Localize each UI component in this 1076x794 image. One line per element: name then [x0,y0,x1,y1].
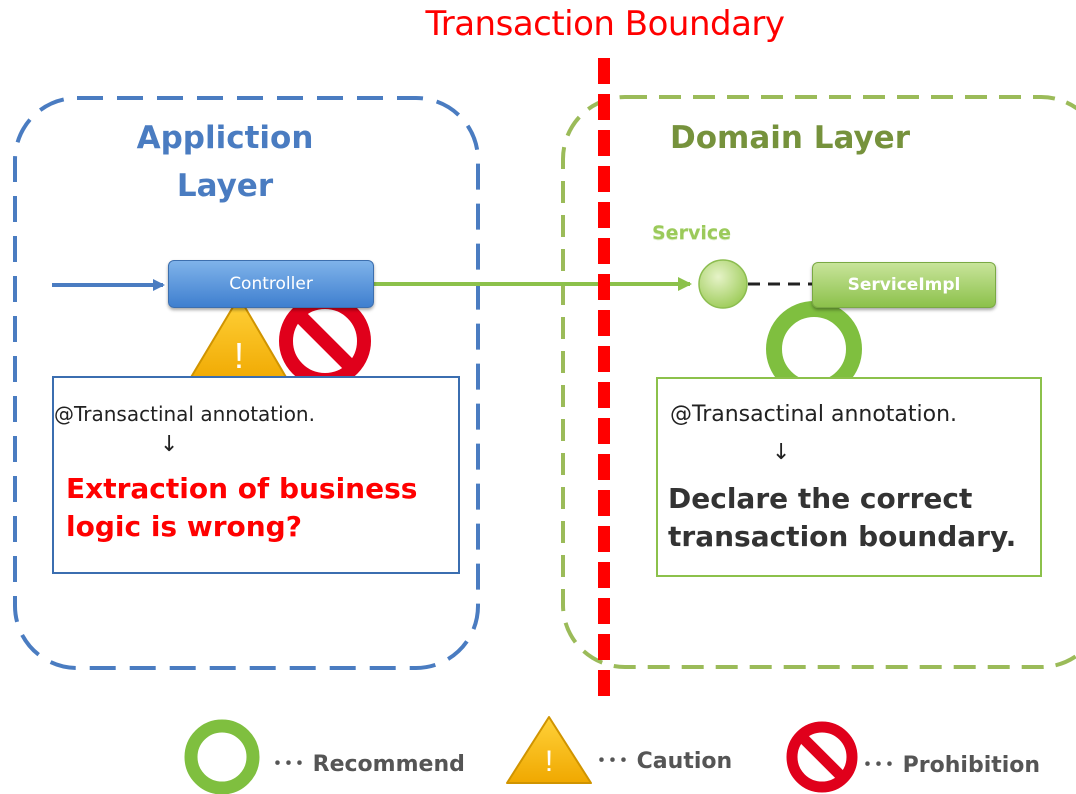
application-layer-title: Appliction Layer [136,120,314,204]
transaction-boundary-title: Transaction Boundary [425,4,785,44]
legend-recommend-icon [184,719,260,794]
application-note-arrow: ↓ [160,432,179,457]
legend-recommend-label: ･･･ Recommend [272,752,465,777]
application-note-annotation: @Transactinal annotation. [54,402,315,426]
application-note-box [52,376,460,574]
domain-note-annotation: @Transactinal annotation. [670,402,958,427]
domain-note-arrow: ↓ [772,440,791,465]
application-note-message: Extraction of business logic is wrong? [66,472,418,543]
svg-text:!: ! [234,335,244,376]
legend-caution-label: ･･･ Caution [596,749,733,774]
domain-note-message: Declare the correct transaction boundary… [668,482,1017,553]
domain-layer-title: Domain Layer [670,120,910,156]
application-layer-boundary [13,96,480,670]
legend-prohibition-label: ･･･ Prohibition [862,753,1041,778]
domain-layer-boundary [561,95,1076,669]
svg-text:!: ! [545,745,553,778]
controller-component: Controller [168,260,374,308]
serviceimpl-component: ServiceImpl [812,262,996,308]
service-interface-label: Service [652,222,731,244]
prohibition-marker [279,295,371,387]
domain-note-box [656,377,1042,577]
service-interface-circle [698,259,748,309]
legend-prohibition-icon [786,721,858,793]
legend-caution-icon [506,716,592,784]
